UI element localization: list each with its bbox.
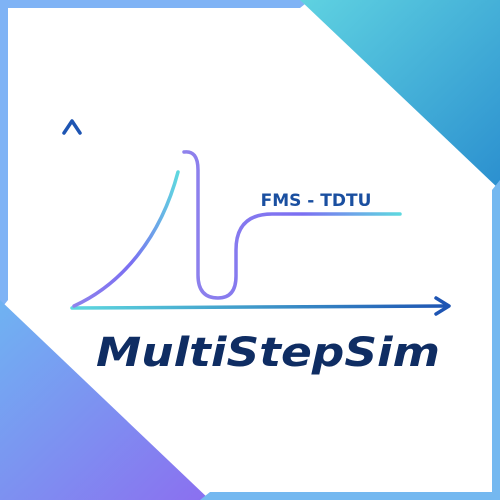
logo-background xyxy=(8,8,492,492)
logo-subtitle: FMS - TDTU xyxy=(261,191,372,211)
frame-top-right-triangle xyxy=(300,0,500,190)
x-axis xyxy=(70,304,448,310)
logo-title: MultiStepSim xyxy=(96,330,440,376)
dip-plateau-curve xyxy=(182,150,402,300)
rising-curve xyxy=(72,170,180,308)
x-axis-arrow-head-icon xyxy=(434,296,451,316)
frame-bottom-left-triangle xyxy=(0,300,210,500)
y-axis-arrow-head-icon xyxy=(62,119,82,135)
